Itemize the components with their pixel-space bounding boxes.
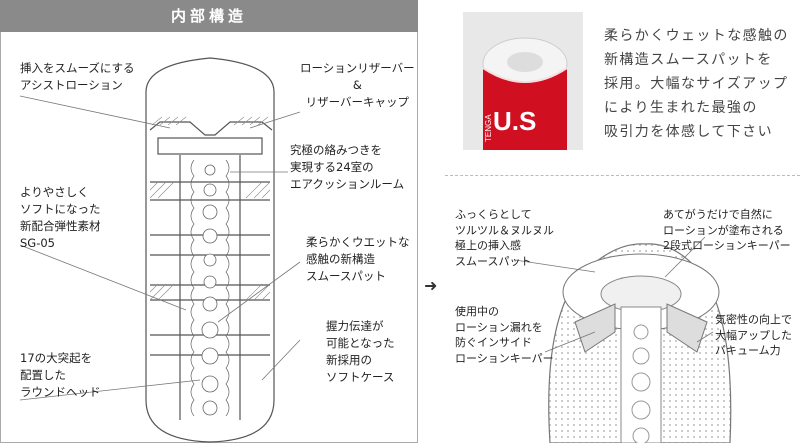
divider: [445, 175, 800, 176]
arrow-icon: ➜: [424, 276, 438, 295]
cup-cross-section-diagram: [19, 57, 301, 443]
label-elastic-material: よりやさしく ソフトになった 新配合弾性素材 SG-05: [20, 185, 101, 250]
product-photo: U.S TENGA: [463, 12, 583, 150]
product-description: 柔らかくウェットな感触の 新構造スムースパットを 採用。大幅なサイズアップ によ…: [604, 28, 789, 140]
label-lotion-reservoir: ローションリザーバー & リザーバーキャップ: [300, 61, 415, 109]
label-assist-lotion: 挿入をスムーズにする アシストローション: [20, 61, 135, 92]
photo-brand-text: TENGA: [484, 114, 493, 142]
reservoir-outline: [157, 137, 263, 155]
label-vacuum-power: 気密性の向上で 大幅アップした バキューム力: [715, 313, 792, 357]
label-inside-keeper: 使用中の ローション漏れを 防ぐインサイド ローションキーパー: [455, 305, 554, 365]
label-round-head: 17の大突起を 配置した ラウンドヘッド: [20, 351, 101, 399]
cap-outline: [149, 121, 273, 136]
label-soft-case: 握力伝達が 可能となった 新採用の ソフトケース: [326, 319, 395, 384]
label-smooth-pad-detail: ふっくらとして ツルツル＆ヌルヌル 極上の挿入感 スムースパット: [455, 208, 554, 268]
label-two-stage-keeper: あてがうだけで自然に ローションが塗布される 2段式ローションキーパー: [663, 208, 791, 252]
label-air-cushion-room: 究極の絡みつきを 実現する24室の エアクッションルーム: [290, 143, 405, 191]
capsule-outline: [145, 57, 275, 443]
internal-structure-panel: 内部構造: [0, 0, 418, 443]
label-smooth-pad: 柔らかくウエットな 感触の新構造 スムースパット: [306, 235, 410, 283]
detail-panel: ふっくらとして ツルツル＆ヌルヌル 極上の挿入感 スムースパット あてがうだけで…: [445, 182, 800, 443]
cup-detail-illustration: [514, 236, 732, 443]
photo-logo-text: U.S: [493, 106, 536, 136]
section-header: 内部構造: [0, 0, 418, 32]
